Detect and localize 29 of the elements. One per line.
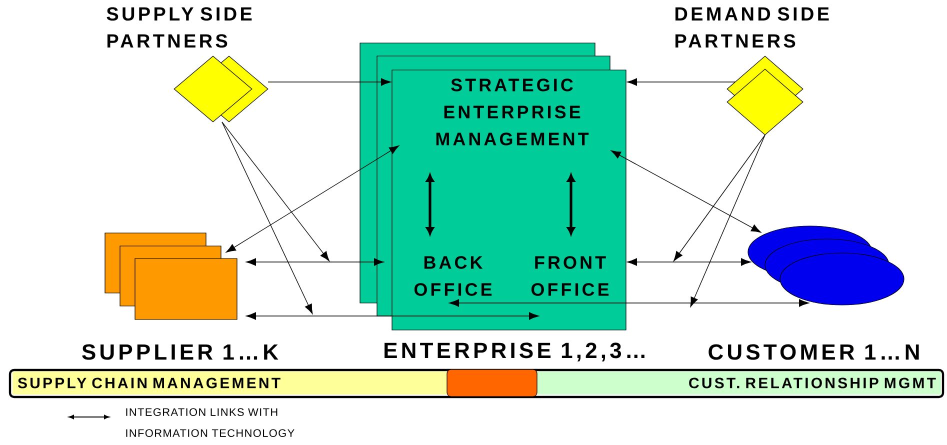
heading: DEMAND SIDE PARTNERS	[675, 7, 829, 48]
supplier-stack	[104, 232, 238, 320]
office-label: FRONT OFFICE	[531, 256, 609, 296]
heading: STRATEGIC ENTERPRISE MANAGEMENT	[436, 78, 589, 146]
arrow	[222, 122, 330, 262]
bar-segment: CUST. RELATIONSHIP MGMT	[537, 372, 941, 394]
arrow	[449, 299, 809, 307]
arrow	[627, 78, 736, 86]
arrow	[222, 122, 313, 314]
arrow	[674, 134, 766, 262]
stack-label: CUSTOMER 1…N	[708, 344, 919, 360]
enterprise-sheet	[392, 70, 626, 330]
legend-text: INTEGRATION LINKS WITH INFORMATION TECHNOLOGY	[126, 408, 294, 437]
arrow	[426, 174, 434, 235]
bar-segment: SUPPLY CHAIN MANAGEMENT	[12, 372, 448, 394]
arrow	[226, 145, 400, 253]
customer-stack	[748, 226, 904, 306]
arrow	[268, 78, 391, 86]
stack-label: ENTERPRISE 1,2,3…	[384, 342, 644, 362]
arrow	[567, 174, 575, 235]
office-label: BACK OFFICE	[414, 256, 492, 296]
arrow	[246, 258, 384, 266]
stack-label: SUPPLIER 1…K	[82, 344, 278, 360]
arrow	[690, 134, 766, 307]
arrow	[610, 150, 762, 233]
heading: SUPPLY SIDE PARTNERS	[106, 7, 252, 48]
arrow	[246, 312, 539, 320]
bar-segment	[446, 369, 538, 397]
arrow	[627, 258, 751, 266]
